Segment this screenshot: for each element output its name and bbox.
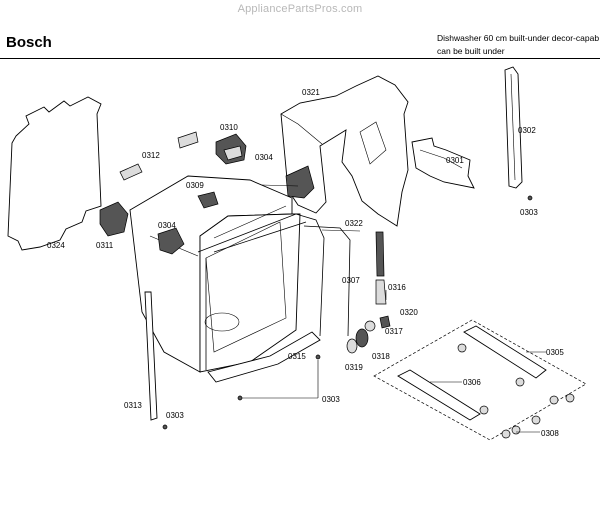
label-0315: 0315	[288, 352, 306, 361]
bracket-0301[interactable]	[411, 137, 475, 189]
seal-0322[interactable]	[197, 213, 325, 370]
header-rule	[0, 58, 600, 59]
clip-0310[interactable]	[215, 133, 247, 165]
label-0304-top: 0304	[255, 153, 273, 162]
description-line-2: can be built under	[437, 46, 505, 56]
leader-lines	[240, 184, 546, 433]
watermark: AppliancePartsPros.com	[237, 3, 363, 15]
brand-title: Bosch	[6, 34, 52, 51]
label-0305: 0305	[546, 348, 564, 357]
label-0304-lower: 0304	[158, 221, 176, 230]
part-0320[interactable]	[379, 315, 391, 329]
wheel-0319[interactable]	[346, 338, 358, 354]
label-0312: 0312	[142, 151, 160, 160]
label-0321: 0321	[302, 88, 320, 97]
label-0306: 0306	[463, 378, 481, 387]
side-panel-0324[interactable]	[7, 96, 102, 251]
tub-body[interactable]	[129, 175, 301, 373]
label-0324: 0324	[47, 241, 65, 250]
label-0301: 0301	[446, 156, 464, 165]
strip-0313[interactable]	[144, 291, 158, 421]
part-0311[interactable]	[99, 201, 129, 237]
label-0322: 0322	[345, 219, 363, 228]
label-0307: 0307	[342, 276, 360, 285]
label-0310: 0310	[220, 123, 238, 132]
seal-0307[interactable]	[303, 225, 351, 337]
top-cover-0321[interactable]	[280, 75, 409, 227]
label-0311: 0311	[96, 241, 114, 250]
label-0309: 0309	[186, 181, 204, 190]
label-0320: 0320	[400, 308, 418, 317]
screw-0315[interactable]	[315, 354, 321, 360]
strip-0302[interactable]	[504, 66, 523, 189]
label-0303-top: 0303	[520, 208, 538, 217]
label-0318: 0318	[372, 352, 390, 361]
label-0303-bottom-left: 0303	[166, 411, 184, 420]
spring-0316[interactable]	[375, 231, 387, 305]
label-0316: 0316	[388, 283, 406, 292]
part-0309[interactable]	[197, 191, 219, 209]
wheel-0317[interactable]	[364, 320, 376, 332]
label-0302: 0302	[518, 126, 536, 135]
hinge-0304-lower[interactable]	[157, 227, 185, 255]
base-plate[interactable]	[207, 331, 321, 383]
label-0308: 0308	[541, 429, 559, 438]
clip-0312[interactable]	[119, 131, 199, 181]
screw-0303-b[interactable]	[162, 424, 168, 430]
screw-0303-c[interactable]	[237, 395, 243, 401]
wheel-0318[interactable]	[355, 328, 369, 348]
label-0319: 0319	[345, 363, 363, 372]
label-0313: 0313	[124, 401, 142, 410]
hinge-0304-top[interactable]	[285, 165, 315, 199]
label-0317: 0317	[385, 327, 403, 336]
label-0303-bottom-mid: 0303	[322, 395, 340, 404]
model-description: Dishwasher 60 cm built-under decor-capab…	[437, 32, 599, 58]
description-line-1: Dishwasher 60 cm built-under decor-capab	[437, 33, 600, 43]
screw-0303-a[interactable]	[527, 195, 533, 201]
base-frame-assembly[interactable]	[373, 319, 587, 441]
